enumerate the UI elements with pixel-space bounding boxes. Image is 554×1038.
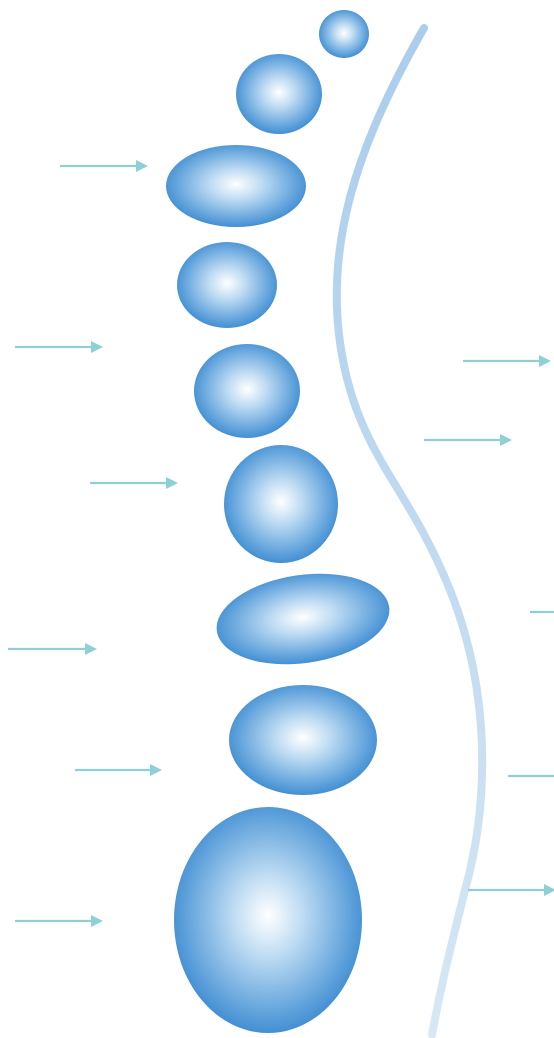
arrow-right-icon bbox=[468, 884, 554, 896]
vertebra-blob-icon bbox=[211, 563, 396, 674]
arrow-right-icon bbox=[15, 915, 103, 927]
vertebra-blob-icon bbox=[174, 807, 362, 1033]
spine-curve bbox=[337, 28, 483, 1035]
vertebra-blob-icon bbox=[224, 445, 338, 563]
vertebra-blob-icon bbox=[236, 54, 322, 134]
arrow-right-icon bbox=[15, 341, 103, 353]
vertebra-blob-icon bbox=[229, 685, 377, 795]
arrow-right-icon bbox=[60, 160, 148, 172]
vertebra-blob-icon bbox=[194, 344, 300, 438]
arrow-right-icon bbox=[463, 355, 551, 367]
vertebra-blob-icon bbox=[166, 145, 306, 227]
arrow-right-icon bbox=[8, 643, 97, 655]
arrow-right-icon bbox=[90, 477, 178, 489]
arrow-right-icon bbox=[75, 764, 162, 776]
vertebra-blob-icon bbox=[319, 10, 369, 58]
arrow-right-icon bbox=[424, 434, 512, 446]
vertebra-blob-icon bbox=[177, 242, 277, 328]
